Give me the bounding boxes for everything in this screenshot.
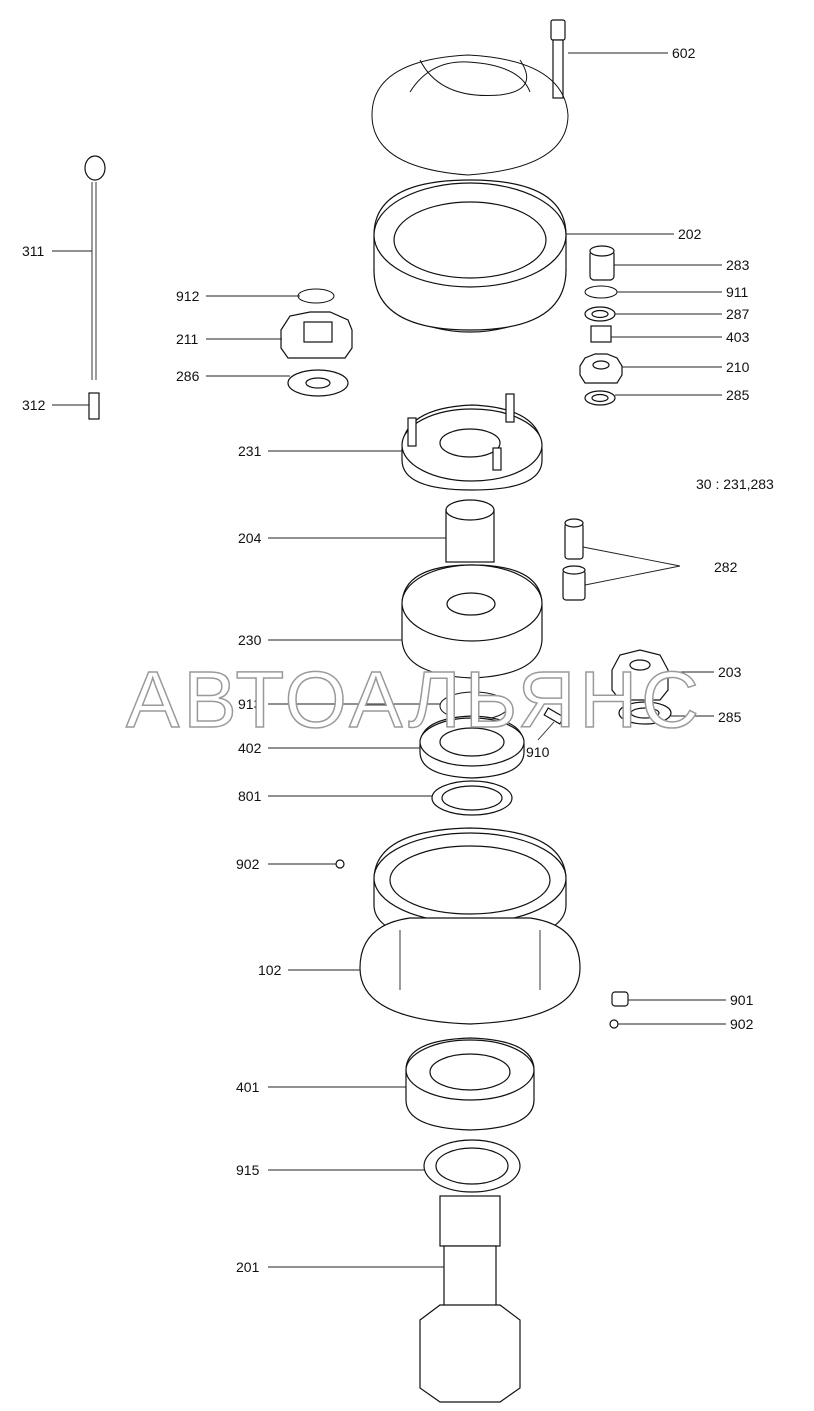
label-282: 282 [714,559,738,575]
label-285-top: 285 [726,387,750,403]
watermark: АВТОАЛЬЯНС [126,655,703,744]
label-901: 901 [730,992,754,1008]
label-102: 102 [258,962,282,978]
label-403: 403 [726,329,750,345]
carrier-230 [401,564,543,679]
label-210: 210 [726,359,750,375]
dipstick-311-312 [84,155,106,420]
leader-lines [52,52,726,1268]
label-401: 401 [236,1079,260,1095]
label-911: 911 [726,284,749,300]
label-602: 602 [672,45,696,61]
label-202: 202 [678,226,702,242]
label-801: 801 [238,788,262,804]
label-230: 230 [238,632,262,648]
label-913: 913 [238,696,262,712]
bolt-602 [550,19,566,99]
label-201: 201 [236,1259,260,1275]
label-285-bottom: 285 [718,709,742,725]
carrier-231 [401,393,543,491]
ring-gear-202 [373,179,567,333]
label-312: 312 [22,397,46,413]
label-231: 231 [238,443,262,459]
label-912: 912 [176,288,200,304]
label-902-top: 902 [236,856,260,872]
planet-gear-203 [611,649,672,725]
housing-102 [335,827,629,1029]
label-915: 915 [236,1162,260,1178]
seal-915 [423,1139,521,1193]
part-labels: 602 202 283 911 287 403 210 285 311 912 … [22,45,774,1275]
label-287: 287 [726,306,750,322]
bearing-401 [405,1037,535,1131]
pins-282 [562,518,586,601]
sun-gear-204 [445,499,495,563]
label-203: 203 [718,664,742,680]
label-910: 910 [526,744,550,760]
note-text: 30 : 231,283 [696,476,774,492]
label-286: 286 [176,368,200,384]
bearing-402-group [419,691,565,816]
label-211: 211 [176,331,199,347]
label-204: 204 [238,530,262,546]
shaft-201 [419,1195,521,1403]
small-parts-right [579,245,623,406]
small-parts-left [280,288,353,397]
label-902-bottom: 902 [730,1016,754,1032]
label-402: 402 [238,740,262,756]
label-283: 283 [726,257,750,273]
label-311: 311 [22,243,45,259]
top-cover [371,54,569,176]
